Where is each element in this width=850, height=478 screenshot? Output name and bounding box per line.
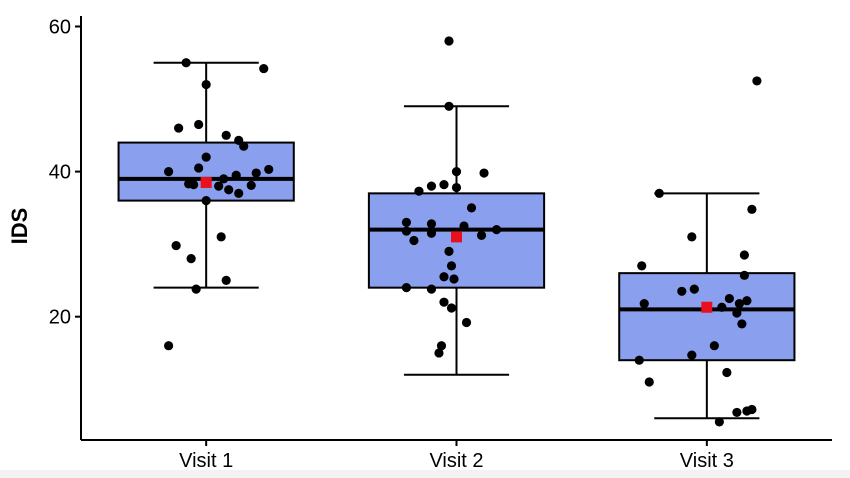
data-point-visit-3	[637, 261, 647, 271]
data-point-visit-3	[709, 341, 719, 351]
data-point-visit-2	[426, 181, 437, 191]
y-tick-label-20: 20	[49, 307, 71, 329]
data-point-visit-3	[724, 293, 734, 304]
data-point-visit-1	[216, 232, 226, 242]
data-point-visit-1	[221, 275, 231, 286]
data-point-visit-2	[439, 180, 449, 190]
data-point-visit-3	[689, 284, 699, 294]
data-point-visit-3	[737, 319, 747, 329]
data-point-visit-1	[224, 185, 234, 195]
data-point-visit-3	[739, 270, 749, 280]
box-visit-3	[618, 272, 796, 362]
data-point-visit-2	[451, 166, 462, 177]
data-point-visit-1	[219, 174, 229, 184]
bottom-strip	[0, 470, 850, 478]
data-point-visit-1	[201, 79, 211, 90]
data-point-visit-1	[246, 180, 256, 190]
data-point-visit-1	[251, 168, 261, 178]
data-point-visit-2	[439, 297, 449, 307]
data-point-visit-1	[191, 284, 201, 294]
y-axis-title: IDS	[7, 208, 32, 245]
x-tick-label-visit-2: Visit 2	[429, 450, 483, 470]
data-point-visit-1	[221, 130, 231, 140]
data-point-visit-3	[677, 286, 687, 296]
mean-marker-visit-1	[200, 176, 212, 188]
data-point-visit-2	[479, 168, 489, 178]
data-point-visit-1	[164, 341, 174, 351]
data-point-visit-2	[414, 186, 424, 196]
data-point-visit-2	[461, 317, 472, 328]
data-point-visit-2	[434, 348, 444, 358]
data-point-visit-2	[466, 203, 477, 213]
data-point-visit-3	[739, 250, 749, 260]
data-point-visit-2	[401, 217, 412, 227]
data-point-visit-1	[264, 164, 274, 175]
data-point-visit-3	[634, 355, 644, 365]
data-point-visit-2	[439, 272, 449, 282]
box-visit-1	[117, 141, 295, 202]
data-point-visit-2	[451, 182, 462, 193]
data-point-visit-2	[446, 303, 457, 313]
data-point-visit-1	[181, 58, 191, 68]
data-point-visit-3	[687, 232, 697, 242]
y-tick-label-60: 60	[49, 17, 71, 39]
data-point-visit-3	[742, 296, 752, 306]
data-point-visit-3	[639, 299, 649, 309]
data-point-visit-2	[449, 274, 459, 284]
data-point-visit-3	[732, 407, 742, 418]
data-point-visit-2	[436, 341, 447, 351]
x-tick-label-visit-3: Visit 3	[680, 450, 734, 470]
data-point-visit-1	[194, 163, 204, 173]
data-point-visit-3	[654, 188, 664, 198]
points-layer	[164, 36, 762, 427]
data-point-visit-3	[644, 377, 654, 387]
data-point-visit-2	[401, 226, 412, 236]
data-point-visit-1	[234, 188, 244, 198]
data-point-visit-3	[752, 76, 762, 86]
data-point-visit-1	[171, 240, 181, 251]
data-point-visit-1	[184, 179, 194, 189]
data-point-visit-2	[444, 101, 454, 111]
data-point-visit-2	[459, 221, 469, 231]
data-point-visit-2	[491, 225, 502, 235]
data-point-visit-3	[732, 308, 742, 318]
data-point-visit-3	[717, 302, 727, 312]
data-point-visit-1	[164, 166, 174, 177]
data-point-visit-2	[446, 261, 457, 271]
x-tick-label-visit-1: Visit 1	[179, 450, 233, 470]
mean-marker-visit-2	[451, 231, 462, 243]
data-point-visit-3	[722, 367, 732, 378]
data-point-visit-1	[231, 170, 241, 180]
y-tick-label-40: 40	[49, 162, 71, 184]
data-point-visit-2	[444, 246, 454, 256]
data-point-visit-3	[747, 404, 757, 415]
data-point-visit-2	[426, 284, 437, 294]
data-point-visit-2	[409, 235, 419, 246]
data-point-visit-2	[426, 228, 437, 238]
data-point-visit-1	[174, 123, 184, 133]
data-point-visit-1	[259, 63, 269, 74]
data-point-visit-3	[714, 417, 724, 427]
data-point-visit-3	[747, 204, 757, 214]
data-point-visit-1	[201, 196, 211, 206]
data-point-visit-3	[734, 299, 744, 309]
data-point-visit-1	[239, 141, 249, 151]
data-point-visit-3	[687, 350, 697, 360]
data-point-visit-1	[214, 181, 224, 191]
data-point-visit-2	[426, 219, 437, 229]
data-point-visit-2	[444, 36, 454, 46]
data-point-visit-1	[194, 119, 204, 130]
data-point-visit-1	[186, 254, 196, 264]
data-point-visit-2	[401, 283, 412, 293]
data-point-visit-2	[476, 230, 487, 241]
mean-marker-visit-3	[701, 301, 713, 313]
data-point-visit-1	[201, 152, 211, 162]
